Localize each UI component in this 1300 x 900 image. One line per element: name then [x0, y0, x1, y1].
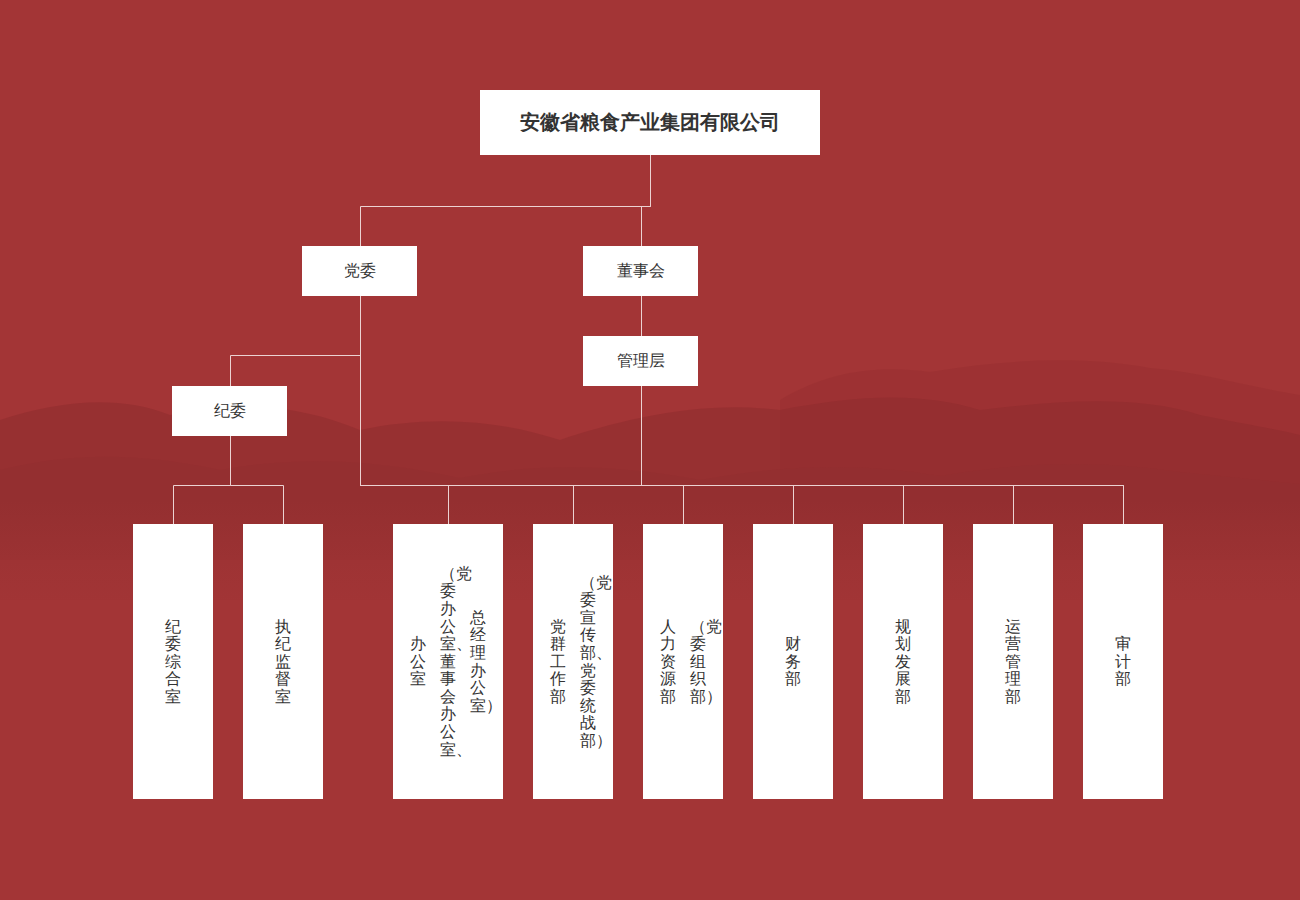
- connector-line: [449, 386, 642, 524]
- connector-line: [231, 296, 361, 386]
- text-group: 运营管理部: [1005, 618, 1021, 706]
- text-group: 党群工作部 （党委宣传部、党委统战部）: [550, 574, 596, 750]
- connector-line: [642, 386, 794, 524]
- connector-line: [642, 386, 1124, 524]
- connector-line: [361, 296, 904, 524]
- connector-line: [642, 386, 1014, 524]
- org-box: 纪委: [172, 386, 287, 436]
- org-box: 董事会: [583, 246, 698, 296]
- connector-line: [574, 386, 642, 524]
- connector-line: [361, 155, 651, 246]
- box-label: 规划发展部: [895, 618, 911, 706]
- text-group: 安徽省粮食产业集团有限公司: [520, 109, 780, 136]
- connector-line: [174, 436, 231, 524]
- text-group: 办公室 （党委办公室、董事会办公室、总经理办公室）: [410, 565, 486, 759]
- box-label: 安徽省粮食产业集团有限公司: [520, 109, 780, 136]
- department-box: 党群工作部 （党委宣传部、党委统战部）: [533, 524, 613, 799]
- department-box: 运营管理部: [973, 524, 1053, 799]
- box-label: 办公室: [410, 635, 426, 688]
- box-label: 管理层: [617, 351, 665, 372]
- connector-line: [361, 296, 684, 524]
- connector-line: [642, 386, 684, 524]
- connector-line: [361, 296, 1124, 524]
- box-label: 执纪监督室: [275, 618, 291, 706]
- box-label: 党群工作部: [550, 618, 566, 706]
- box-label: 董事会: [617, 261, 665, 282]
- box-note: （党委办公室、董事会办公室、: [440, 565, 456, 759]
- company-box: 安徽省粮食产业集团有限公司: [480, 90, 820, 155]
- org-box: 党委: [302, 246, 417, 296]
- text-group: 纪委综合室: [165, 618, 181, 706]
- text-group: 管理层: [617, 351, 665, 372]
- box-label: 纪委综合室: [165, 618, 181, 706]
- department-box: 人力资源部 （党委组织部）: [643, 524, 723, 799]
- text-group: 人力资源部 （党委组织部）: [660, 618, 706, 706]
- connector-line: [361, 296, 574, 524]
- connector-line: [361, 296, 1014, 524]
- box-note: （党委宣传部、党委统战部）: [580, 574, 596, 750]
- box-label: 审计部: [1115, 635, 1131, 688]
- text-group: 党委: [344, 261, 376, 282]
- department-box: 执纪监督室: [243, 524, 323, 799]
- text-group: 执纪监督室: [275, 618, 291, 706]
- connector-line: [642, 386, 904, 524]
- department-box: 审计部: [1083, 524, 1163, 799]
- box-label: 运营管理部: [1005, 618, 1021, 706]
- text-group: 规划发展部: [895, 618, 911, 706]
- connector-line: [231, 436, 284, 524]
- text-group: 审计部: [1115, 635, 1131, 688]
- department-box: 办公室 （党委办公室、董事会办公室、总经理办公室）: [393, 524, 503, 799]
- connector-line: [641, 296, 642, 336]
- text-group: 纪委: [214, 401, 246, 422]
- org-box: 管理层: [583, 336, 698, 386]
- box-label: 党委: [344, 261, 376, 282]
- box-label: 纪委: [214, 401, 246, 422]
- department-box: 纪委综合室: [133, 524, 213, 799]
- department-box: 财务部: [753, 524, 833, 799]
- text-group: 董事会: [617, 261, 665, 282]
- text-group: 财务部: [785, 635, 801, 688]
- box-note: （党委组织部）: [690, 618, 706, 706]
- department-box: 规划发展部: [863, 524, 943, 799]
- connector-line: [361, 296, 449, 524]
- box-note: 总经理办公室）: [470, 609, 486, 715]
- connector-line: [361, 296, 794, 524]
- box-label: 财务部: [785, 635, 801, 688]
- connector-line: [642, 155, 651, 246]
- box-label: 人力资源部: [660, 618, 676, 706]
